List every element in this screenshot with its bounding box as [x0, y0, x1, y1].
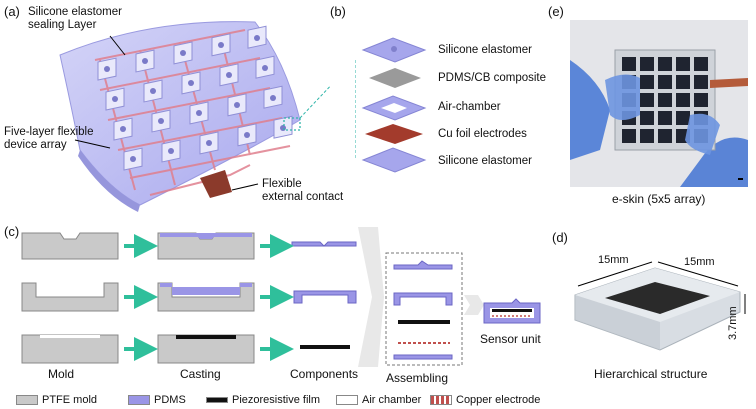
fabrication-process: [21, 227, 541, 367]
layer-label-1: Silicone elastomer: [438, 44, 532, 56]
swatch-pdms: [128, 395, 150, 405]
stage-assembling: Assembling: [386, 371, 449, 385]
dim-thickness: 3.7mm: [727, 306, 739, 340]
stage-casting: Casting: [180, 367, 221, 381]
stage-sensor-unit: Sensor unit: [480, 332, 541, 346]
callout-sealing-layer: Silicone elastomer sealing Layer: [28, 6, 122, 31]
external-contact: [200, 170, 232, 198]
layer-label-4: Cu foil electrodes: [438, 128, 527, 140]
panel-d-label: (d): [552, 230, 568, 245]
swatch-ptfe: [16, 395, 38, 405]
layer-label-3: Air-chamber: [438, 101, 501, 113]
legend-copper-electrode: Copper electrode: [430, 394, 540, 406]
stage-mold: Mold: [48, 367, 75, 381]
flexible-sheet: [59, 21, 301, 206]
hierarchical-structure-photo: [574, 261, 746, 351]
layer-stack-illustration: [355, 37, 427, 173]
panel-e-caption: e-skin (5x5 array): [612, 192, 706, 206]
panel-b-label: (b): [330, 4, 346, 19]
layer-label-2: PDMS/CB composite: [438, 72, 547, 84]
callout-device-array: Five-layer flexible device array: [4, 126, 94, 151]
panel-a-label: (a): [4, 4, 20, 19]
legend-pdms: PDMS: [128, 394, 186, 406]
legend-air-chamber: Air chamber: [336, 394, 421, 406]
dim-length: 15mm: [684, 256, 715, 268]
legend-ptfe-mold: PTFE mold: [16, 394, 97, 406]
stage-components: Components: [290, 367, 359, 381]
dim-width: 15mm: [598, 254, 629, 266]
panel-d-caption: Hierarchical structure: [594, 367, 708, 381]
swatch-film: [206, 397, 228, 403]
callout-external-contact: Flexible external contact: [262, 178, 344, 203]
swatch-air: [336, 395, 358, 405]
panel-e-label: (e): [548, 4, 564, 19]
layer-label-5: Silicone elastomer: [438, 155, 532, 167]
e-skin-photo: [570, 20, 748, 187]
device-array-illustration: [59, 21, 330, 212]
swatch-copper: [430, 395, 452, 405]
panel-c-label: (c): [4, 224, 20, 239]
legend-piezoresistive-film: Piezoresistive film: [206, 394, 320, 406]
